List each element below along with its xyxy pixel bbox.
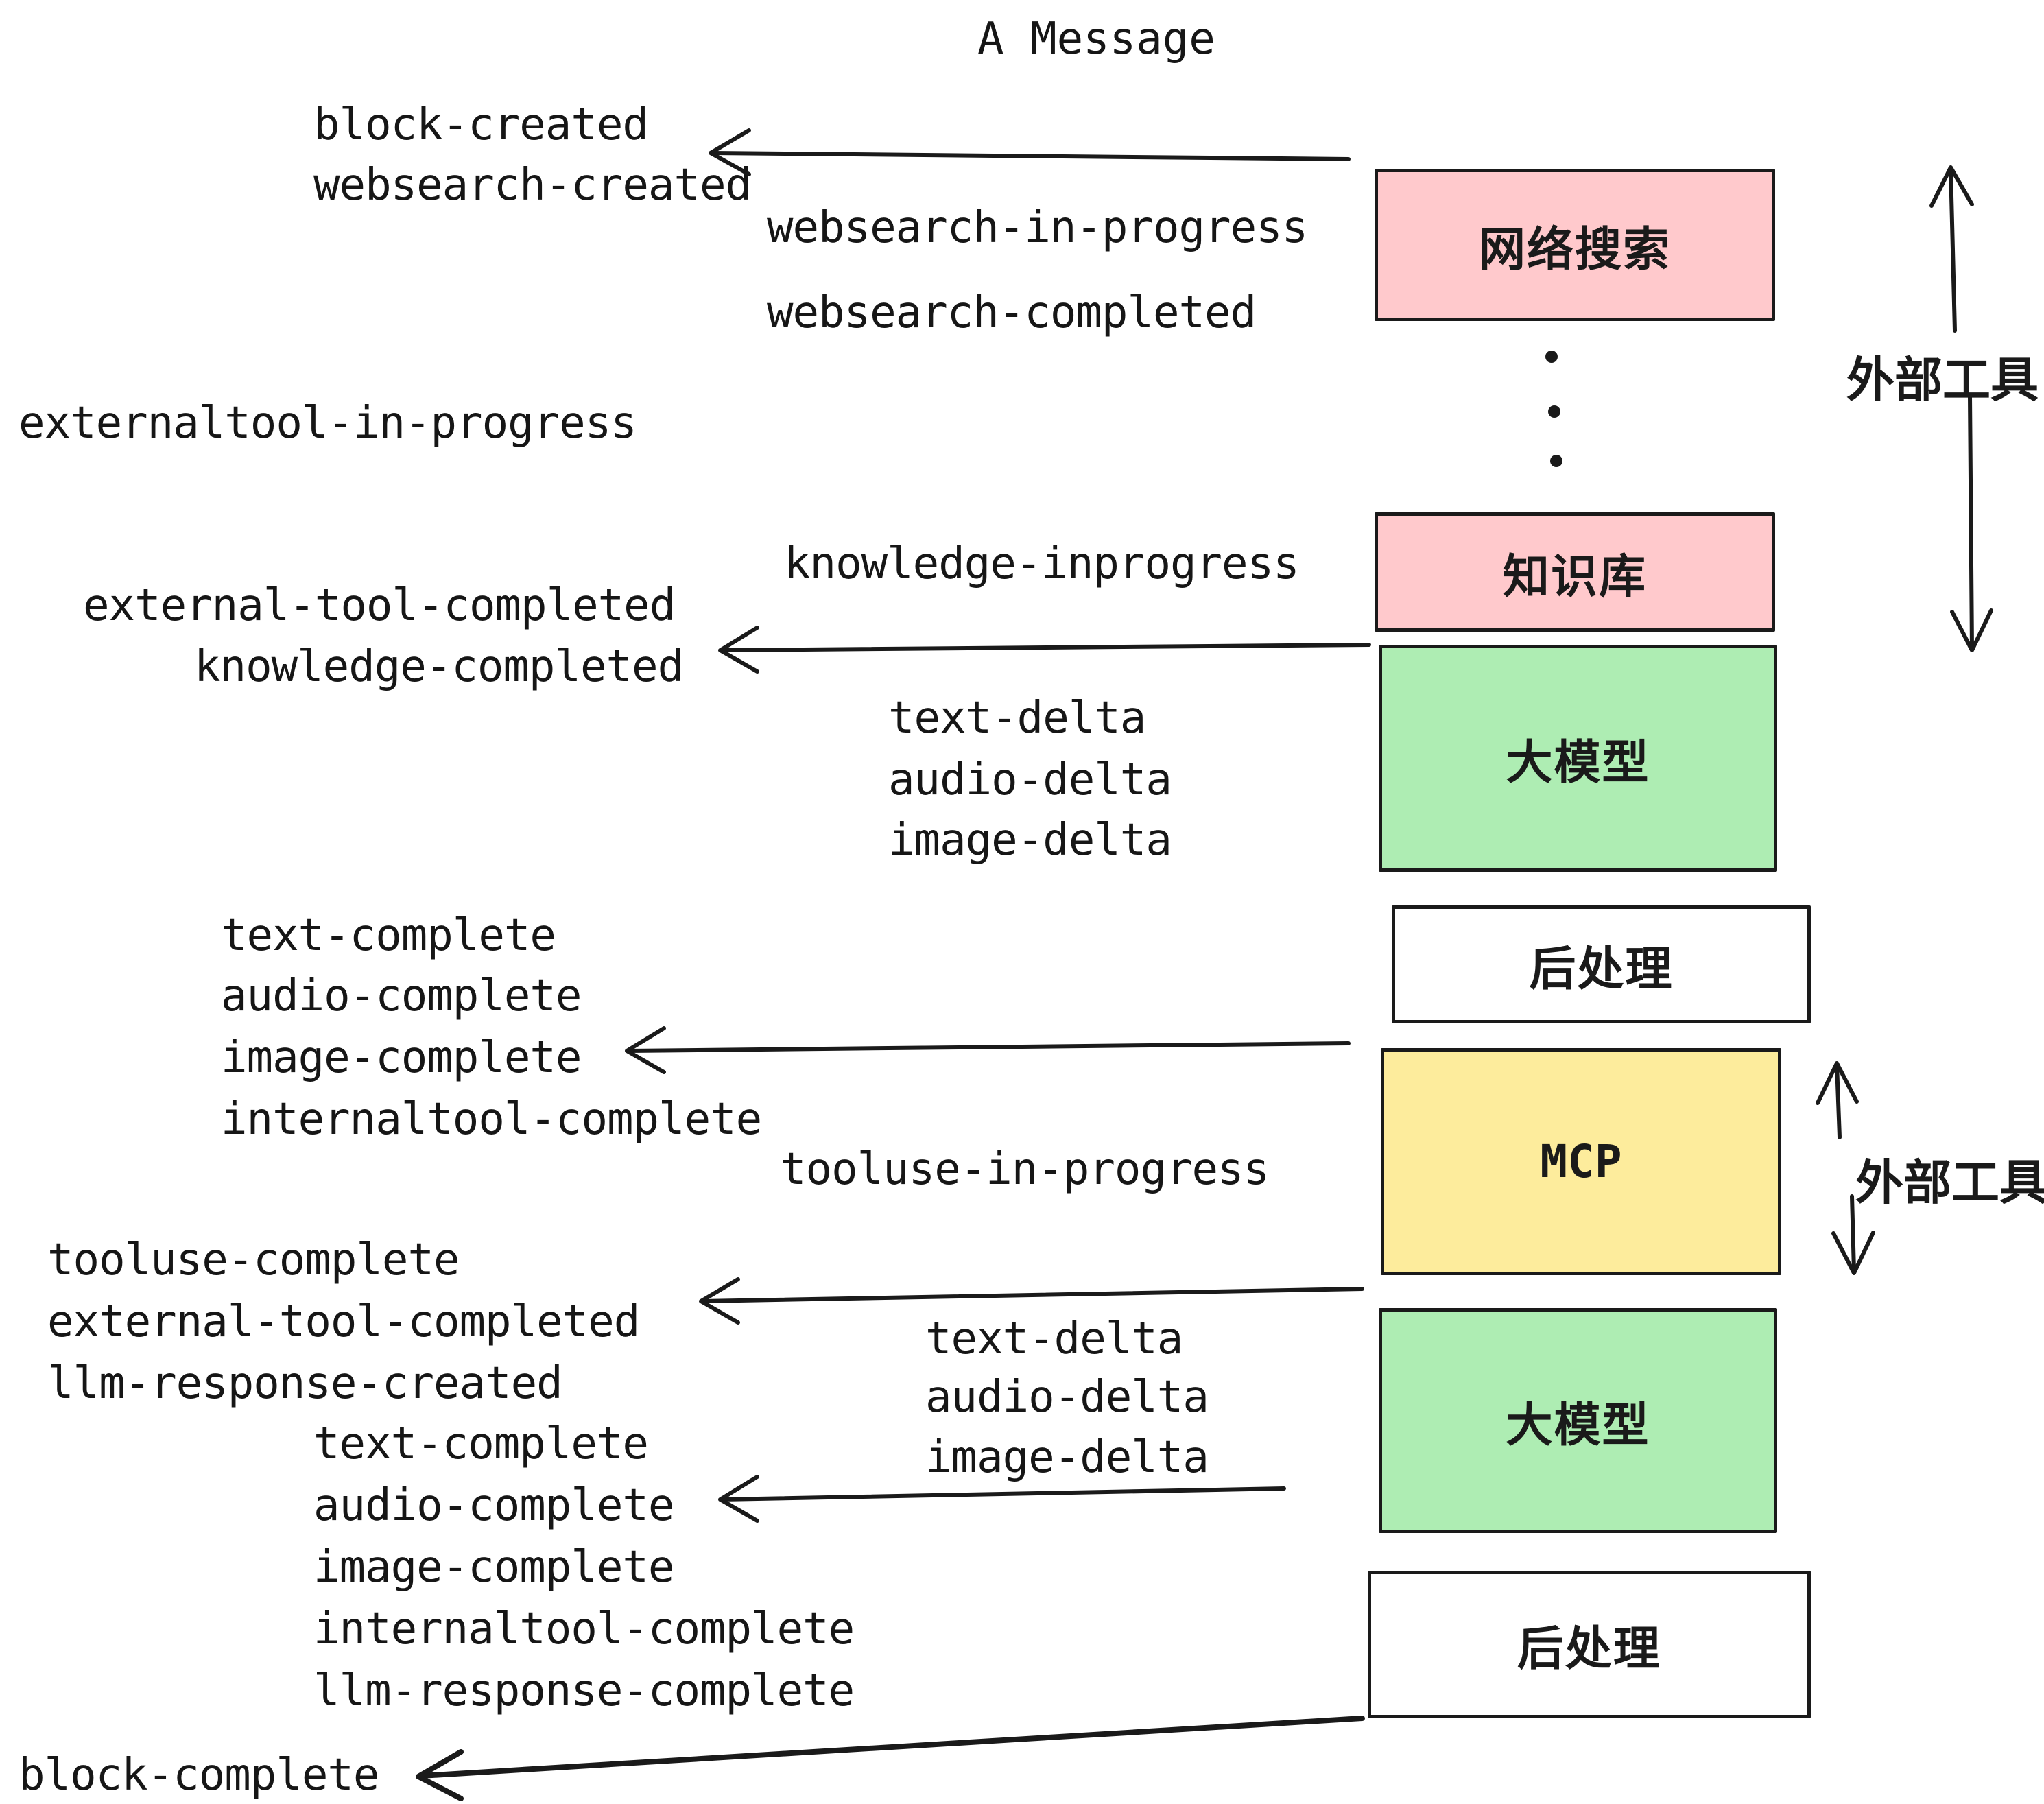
event-label-tooluse-in-progress: tooluse-in-progress <box>780 1144 1270 1195</box>
event-label-internaltool-complete: internaltool-complete <box>221 1094 762 1145</box>
node-websearch-label: 网络搜索 <box>1478 222 1671 277</box>
event-label-block-created: block-created <box>313 99 649 150</box>
event-label-external-tool-completed: external-tool-completed <box>83 580 676 631</box>
vertical-ellipsis <box>1545 351 1562 467</box>
node-websearch: 网络搜索 <box>1375 169 1775 321</box>
node-llm-bottom-label: 大模型 <box>1506 1398 1650 1453</box>
event-label-audio-complete: audio-complete <box>221 971 582 1021</box>
event-label-image-complete-2: image-complete <box>313 1542 674 1593</box>
event-label-text-complete: text-complete <box>221 910 556 961</box>
event-label-block-complete: block-complete <box>19 1750 379 1801</box>
event-label-text-delta: text-delta <box>888 693 1146 744</box>
arrow-block-complete <box>416 1716 1365 1801</box>
event-label-websearch-created: websearch-created <box>313 160 752 211</box>
event-label-image-complete: image-complete <box>221 1032 582 1083</box>
event-label-image-delta: image-delta <box>888 815 1172 866</box>
page-title: A Message <box>977 14 1215 64</box>
node-llm-top: 大模型 <box>1379 645 1777 872</box>
node-llm-top-label: 大模型 <box>1506 736 1650 790</box>
event-label-llm-response-created: llm-response-created <box>47 1358 563 1409</box>
span-arrow-external-tools-top-down <box>1950 394 1993 652</box>
external-tools-label-top: 外部工具 <box>1846 352 2039 408</box>
event-label-audio-complete-2: audio-complete <box>313 1480 674 1531</box>
arrow-websearch-created <box>709 128 1351 176</box>
arrow-knowledge-completed <box>718 626 1371 674</box>
span-arrow-external-tools-top-up <box>1929 165 1974 333</box>
event-label-websearch-in-progress: websearch-in-progress <box>767 202 1308 253</box>
node-postprocess-bottom-label: 后处理 <box>1517 1622 1661 1676</box>
event-label-llm-response-complete: llm-response-complete <box>313 1665 855 1716</box>
event-label-tooluse-complete: tooluse-complete <box>47 1235 460 1285</box>
event-label-text-delta-2: text-delta <box>925 1314 1183 1364</box>
node-mcp: MCP <box>1381 1048 1781 1275</box>
event-label-knowledge-completed: knowledge-completed <box>194 641 684 692</box>
node-knowledge-label: 知识库 <box>1502 549 1647 604</box>
event-label-text-complete-2: text-complete <box>313 1419 649 1469</box>
arrow-image-complete <box>625 1026 1351 1074</box>
event-label-image-delta-2: image-delta <box>925 1432 1209 1483</box>
event-label-externaltool-in-progress: externaltool-in-progress <box>19 398 637 449</box>
external-tools-label-bottom: 外部工具 <box>1855 1154 2044 1211</box>
event-label-audio-delta: audio-delta <box>888 755 1172 805</box>
event-label-external-tool-completed-2: external-tool-completed <box>47 1296 640 1347</box>
event-label-internaltool-complete-2: internaltool-complete <box>313 1604 855 1654</box>
node-llm-bottom: 大模型 <box>1379 1308 1777 1533</box>
span-arrow-external-tools-mid-up <box>1816 1061 1859 1139</box>
node-mcp-label: MCP <box>1540 1135 1622 1188</box>
arrow-audio-complete <box>718 1475 1286 1523</box>
node-postprocess-top: 后处理 <box>1392 905 1811 1023</box>
node-postprocess-bottom: 后处理 <box>1368 1571 1811 1718</box>
node-knowledge: 知识库 <box>1375 512 1775 632</box>
node-postprocess-top-label: 后处理 <box>1529 942 1674 997</box>
event-label-websearch-completed: websearch-completed <box>767 287 1257 338</box>
event-label-knowledge-inprogress: knowledge-inprogress <box>784 538 1300 589</box>
event-label-audio-delta-2: audio-delta <box>925 1372 1209 1423</box>
